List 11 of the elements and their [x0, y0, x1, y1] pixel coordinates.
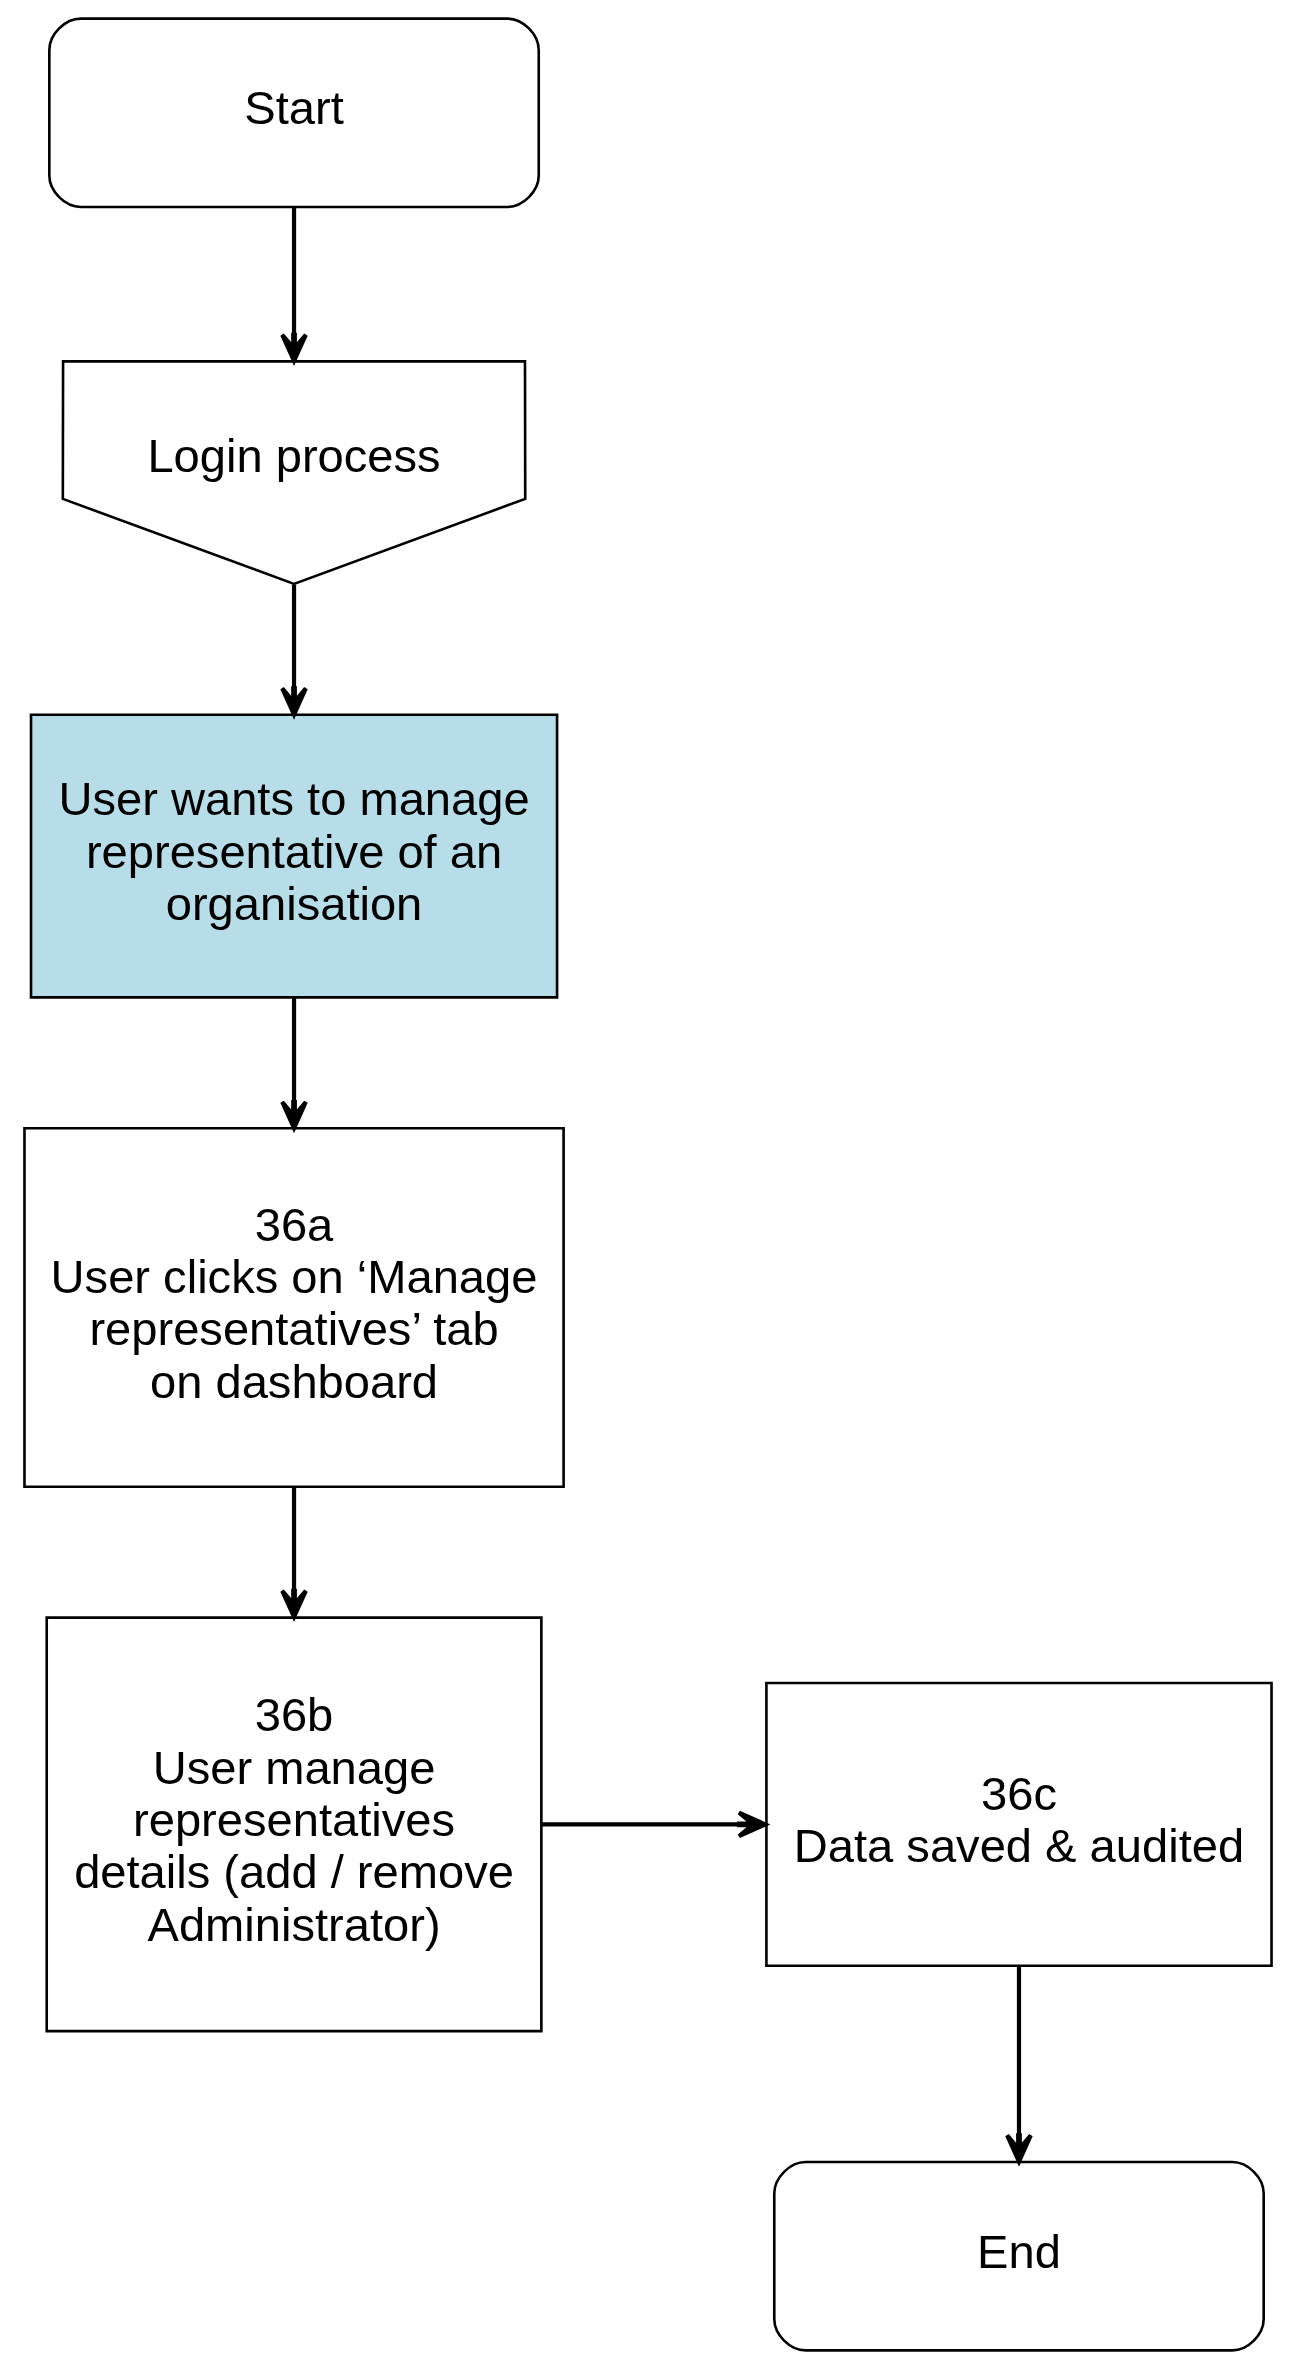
- node-box: End: [772, 2160, 1265, 2352]
- arrow: [1004, 1965, 1033, 2164]
- node-box: 36c Data saved & audited: [764, 1681, 1273, 1967]
- arrow: [279, 1486, 308, 1620]
- arrow: [279, 584, 308, 717]
- node-box: 36b User manage representatives details (add / remove Administrator): [44, 1616, 543, 2033]
- node-box: 36a User clicks on ‘Manage representatives’ tab on dashboard: [22, 1126, 565, 1489]
- arrow: [279, 207, 308, 364]
- node-box: Start: [47, 17, 540, 209]
- node-box: User wants to manage representative of an organisation: [29, 713, 558, 999]
- arrow: [279, 997, 308, 1131]
